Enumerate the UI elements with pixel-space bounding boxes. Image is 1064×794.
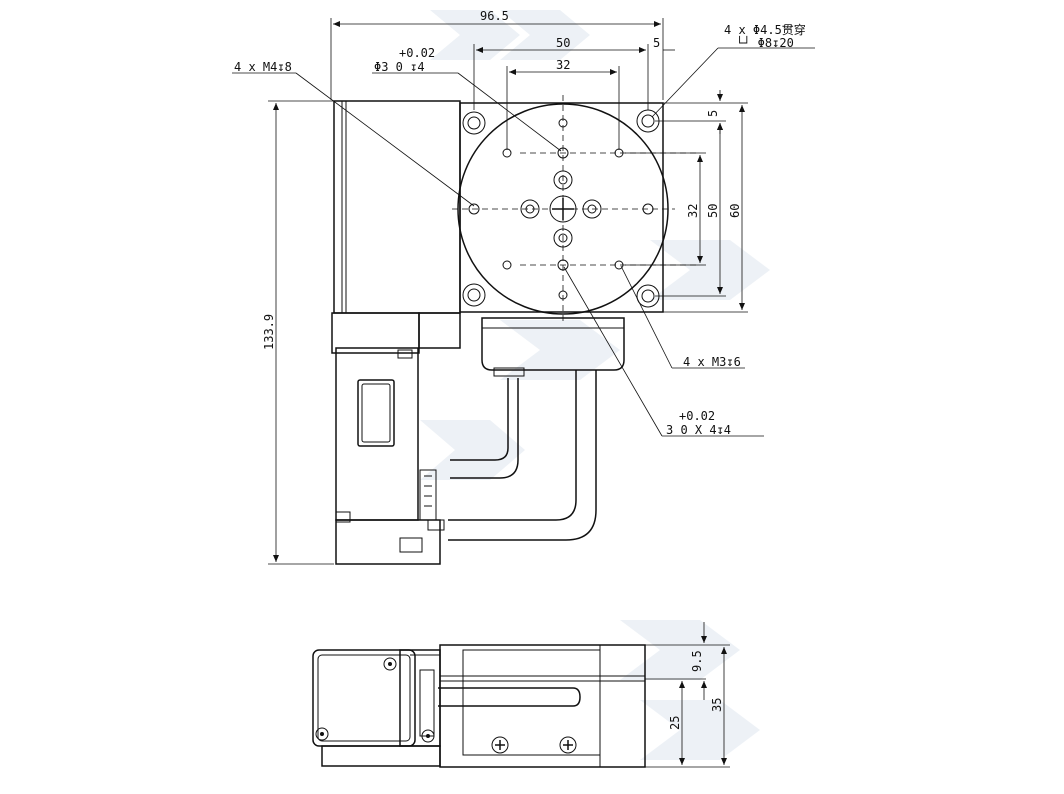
- label-through-holes: 4 x Φ4.5贯穿: [724, 22, 806, 37]
- label-pin-tol-bottom: +0.02: [679, 409, 715, 423]
- side-view: [312, 644, 646, 768]
- label-m3-holes: 4 x M3↧6: [683, 355, 741, 369]
- label-pin-hole-bottom: 3 0 X 4↧4: [666, 423, 731, 437]
- dimensions-side: 9.5 25 35: [645, 622, 730, 768]
- label-pin-tol-top: +0.02: [399, 46, 435, 60]
- dim-inner-span-32: 32: [556, 58, 570, 72]
- dimensions-top: 96.5 50 5 32 4 x Φ4.5贯穿 └┘ Φ8↧20 4 x M4↧…: [232, 9, 815, 565]
- dim-right-5: 5: [706, 110, 720, 117]
- dim-side-25: 25: [668, 716, 682, 730]
- dim-right-60: 60: [728, 204, 742, 218]
- center-features: [520, 170, 602, 248]
- dim-right-50: 50: [706, 204, 720, 218]
- dim-side-9-5: 9.5: [690, 650, 704, 672]
- dim-side-35: 35: [710, 698, 724, 712]
- watermark-logo: [420, 10, 770, 760]
- dim-right-32: 32: [686, 204, 700, 218]
- dim-hole-span-50: 50: [556, 36, 570, 50]
- dim-edge-offset-5: 5: [653, 36, 660, 50]
- label-pin-hole-top: Φ3 0 ↧4: [374, 60, 425, 74]
- dim-overall-width: 96.5: [480, 9, 509, 23]
- top-view: [331, 95, 700, 565]
- label-counterbore: └┘ Φ8↧20: [736, 35, 794, 50]
- dim-overall-height: 133.9: [262, 314, 276, 350]
- label-m4-holes: 4 x M4↧8: [234, 60, 292, 74]
